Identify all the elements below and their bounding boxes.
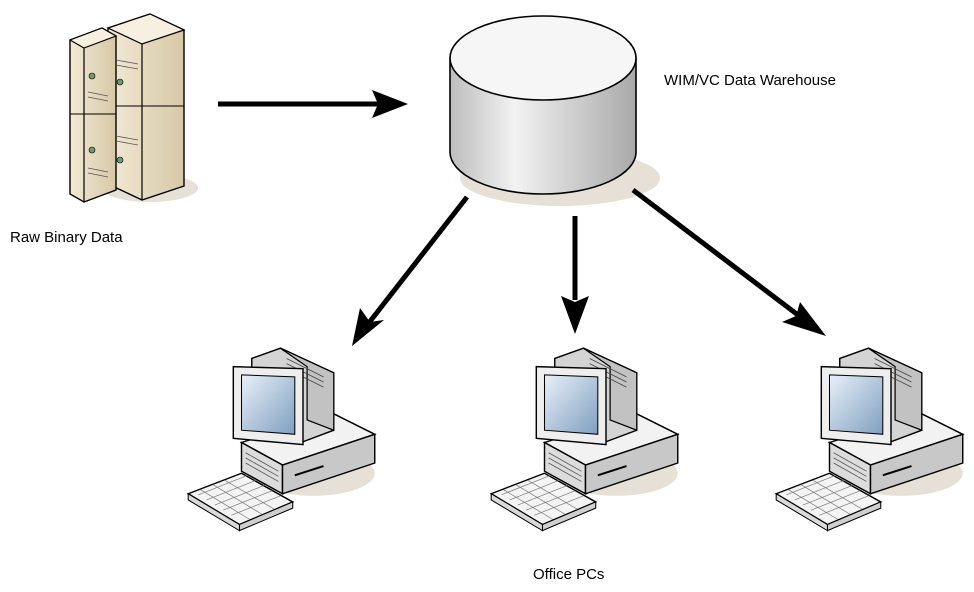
arrow-warehouse-to-pc-center bbox=[561, 216, 589, 334]
desktop-computer-icon bbox=[490, 347, 679, 532]
arrow-warehouse-to-pc-left bbox=[352, 195, 469, 346]
database-cylinder-icon bbox=[449, 15, 660, 206]
warehouse-label: WIM/VC Data Warehouse bbox=[664, 72, 836, 89]
arrow-warehouse-to-pc-right bbox=[631, 188, 826, 336]
desktop-computer-icon bbox=[187, 347, 376, 532]
server-rack-icon bbox=[68, 13, 198, 203]
arrow-server-to-warehouse bbox=[218, 90, 408, 118]
arrows bbox=[218, 90, 826, 346]
raw-data-label: Raw Binary Data bbox=[10, 229, 123, 246]
desktop-computer-icon bbox=[775, 347, 964, 532]
office-pcs-label: Office PCs bbox=[533, 566, 605, 583]
